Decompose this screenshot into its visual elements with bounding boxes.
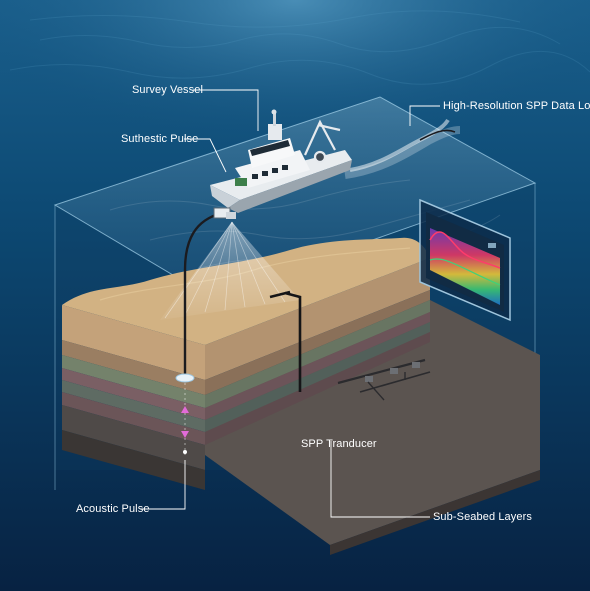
surface-ripples [9,10,590,85]
sediment-layers-front [62,305,205,490]
label-sub-seabed-layers: Sub-Seabed Layers [433,511,532,523]
label-acoustic-pulse: Acoustic Pulse [76,503,150,515]
sensor-array [337,358,431,401]
sonar-beam-rays [164,221,286,319]
survey-vessel-icon [210,109,352,213]
seabed-floor-edge [330,470,540,555]
label-synthetic-pulse: Suthestic Pulse [121,133,199,145]
vessel-wake-foam [344,126,461,179]
acoustic-pulse-markers [175,373,195,454]
label-data-log: High-Resolution SPP Data Log [443,100,590,112]
data-log-monitor-icon [419,198,511,322]
leader-lines [140,89,440,518]
label-transducer: SPP Tranducer [301,438,377,450]
a-frame-crane-icon [303,119,341,164]
transducer-pole [269,290,302,392]
vessel-wake [349,118,450,172]
data-cable [419,129,456,141]
sensor-array-icon [213,207,236,219]
label-survey-vessel: Survey Vessel [132,84,204,96]
sediment-layers-side [205,258,430,445]
sonar-beam [160,222,300,320]
